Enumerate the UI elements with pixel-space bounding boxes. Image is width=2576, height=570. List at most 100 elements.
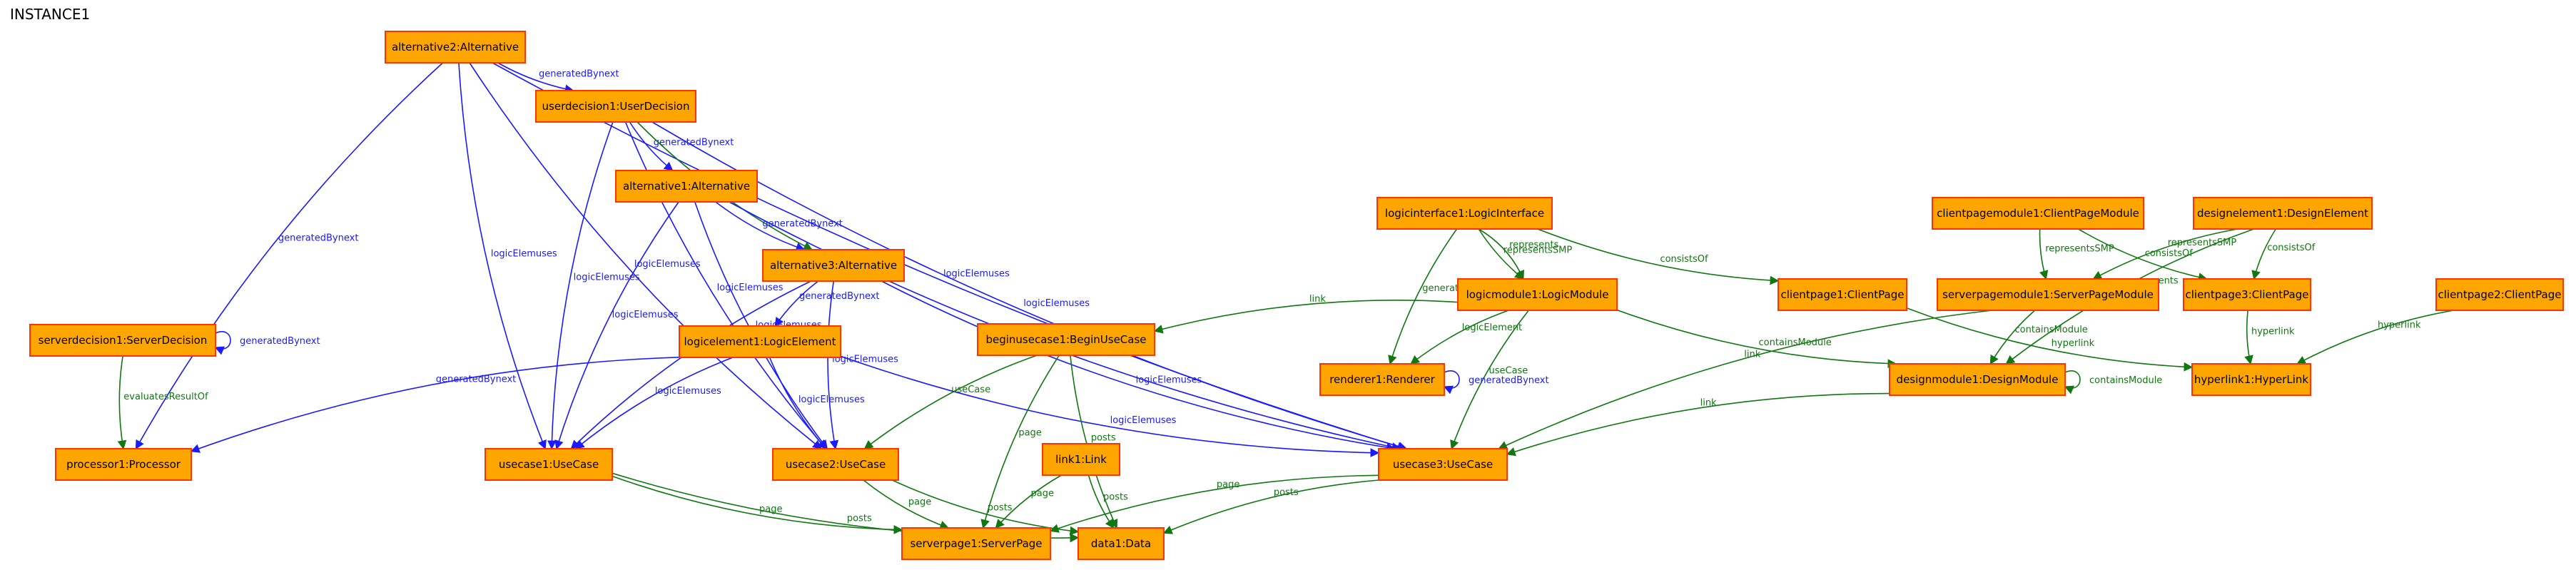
- edge-label: logicElemuses: [717, 283, 784, 293]
- edge-line: [1410, 310, 1509, 365]
- node-usecase1[interactable]: usecase1:UseCase: [485, 448, 613, 481]
- edge-line: [651, 121, 1408, 451]
- edge-line: [1162, 479, 1379, 534]
- edge-label: representsSMP: [2045, 243, 2114, 254]
- edge-label: logicElemuses: [798, 395, 865, 405]
- edge-label: hyperlink: [2052, 338, 2095, 349]
- edge-label: generatedBynext: [654, 137, 734, 148]
- edge-line: [570, 280, 811, 449]
- edge-line: [827, 280, 839, 450]
- edge-logicelement1-to-usecase1: logicElemuses: [574, 357, 734, 449]
- edge-line: [769, 357, 827, 449]
- edge-label: generatedBynext: [762, 218, 843, 229]
- edge-line: [547, 121, 614, 450]
- node-usecase3[interactable]: usecase3:UseCase: [1378, 448, 1508, 481]
- edge-label: consistsOf: [2267, 243, 2316, 253]
- node-label: designmodule1:DesignModule: [1897, 373, 2059, 386]
- edge-designelement1-to-serverpagemodule1: representsSMP: [2092, 228, 2238, 280]
- edge-label: evaluatesResultOf: [123, 392, 208, 402]
- edge-alternative3-to-usecase1: logicElemuses: [570, 280, 811, 449]
- edge-line: [1498, 310, 1992, 449]
- edge-line: [774, 280, 819, 327]
- edge-beginusecase1-to-serverpage1: page: [980, 355, 1060, 529]
- edge-logicmodule1-to-usecase3: useCase: [1450, 310, 1529, 450]
- node-logicinterface1[interactable]: logicinterface1:LogicInterface: [1376, 197, 1553, 230]
- node-clientpage2[interactable]: clientpage2:ClientPage: [2435, 278, 2564, 311]
- edge-logicelement1-to-usecase3: logicElemuses: [840, 355, 1380, 458]
- edge-designelement1-to-clientpage3: consistsOf: [2251, 228, 2316, 280]
- node-serverpage1[interactable]: serverpage1:ServerPage: [901, 527, 1051, 560]
- edge-label: posts: [1091, 433, 1116, 444]
- node-hyperlink1[interactable]: hyperlink1:HyperLink: [2191, 363, 2311, 396]
- edge-logicmodule1-to-renderer1: logicElement: [1410, 310, 1522, 365]
- node-beginusecase1[interactable]: beginusecase1:BeginUseCase: [977, 323, 1155, 356]
- node-alternative1[interactable]: alternative1:Alternative: [615, 170, 758, 203]
- edge-line: [612, 475, 903, 534]
- node-box: [1319, 363, 1445, 396]
- node-clientpage3[interactable]: clientpage3:ClientPage: [2183, 278, 2311, 311]
- node-userdecision1[interactable]: userdecision1:UserDecision: [535, 90, 696, 123]
- node-logicelement1[interactable]: logicelement1:LogicElement: [679, 325, 841, 358]
- node-label: serverpagemodule1:ServerPageModule: [1942, 288, 2154, 301]
- node-link1[interactable]: link1:Link: [1042, 443, 1120, 476]
- node-label: clientpage1:ClientPage: [1781, 288, 1905, 301]
- edge-clientpage2-to-hyperlink1: hyperlink: [2296, 310, 2454, 365]
- edge-line: [1443, 370, 1460, 395]
- edge-line: [458, 62, 547, 450]
- node-renderer1[interactable]: renderer1:Renderer: [1319, 363, 1445, 396]
- node-clientpagemodule1[interactable]: clientpagemodule1:ClientPageModule: [1932, 197, 2144, 230]
- node-box: [385, 31, 526, 63]
- edge-userdecision1-to-alternative1: generatedBynext: [629, 121, 734, 171]
- edge-serverdecision1-to-processor1: evaluatesResultOf: [117, 355, 208, 450]
- node-box: [977, 323, 1155, 356]
- edge-label: useCase: [951, 385, 990, 395]
- edge-renderer1-to-renderer1: generatedBynext: [1443, 370, 1549, 395]
- edge-logicelement1-to-processor1: generatedBynext: [190, 356, 680, 453]
- edge-clientpage3-to-hyperlink1: hyperlink: [2244, 310, 2295, 365]
- node-box: [2193, 197, 2373, 230]
- node-alternative3[interactable]: alternative3:Alternative: [762, 249, 905, 282]
- edge-label: logicElement: [1462, 322, 1522, 333]
- edge-line: [863, 355, 1038, 449]
- edge-line: [1388, 228, 1458, 365]
- edge-label: logicElemuses: [491, 248, 557, 259]
- node-designelement1[interactable]: designelement1:DesignElement: [2193, 197, 2373, 230]
- node-label: beginusecase1:BeginUseCase: [985, 333, 1146, 346]
- node-alternative2[interactable]: alternative2:Alternative: [385, 31, 526, 63]
- edge-label: logicElemuses: [574, 273, 640, 283]
- edge-line: [995, 474, 1062, 529]
- node-processor1[interactable]: processor1:Processor: [55, 448, 192, 481]
- node-serverpagemodule1[interactable]: serverpagemodule1:ServerPageModule: [1937, 278, 2159, 311]
- node-box: [679, 325, 841, 358]
- edge-line: [2251, 228, 2277, 280]
- edge-line: [1450, 310, 1529, 450]
- node-label: serverdecision1:ServerDecision: [39, 334, 208, 347]
- edge-logicmodule1-to-beginusecase1: link: [1153, 294, 1459, 334]
- node-logicmodule1[interactable]: logicmodule1:LogicModule: [1457, 278, 1618, 311]
- edge-label: posts: [1103, 492, 1128, 502]
- edge-logicmodule1-to-designmodule1: containsModule: [1616, 309, 1897, 369]
- node-box: [615, 170, 758, 203]
- node-label: clientpagemodule1:ClientPageModule: [1937, 207, 2139, 220]
- node-box: [2191, 363, 2311, 396]
- node-designmodule1[interactable]: designmodule1:DesignModule: [1889, 363, 2066, 396]
- edge-label: posts: [988, 503, 1013, 514]
- edge-line: [214, 331, 231, 355]
- node-box: [1932, 197, 2144, 230]
- edge-line: [1537, 228, 1780, 285]
- edge-label: page: [759, 504, 782, 514]
- edge-line: [1049, 474, 1379, 533]
- edge-line: [1616, 309, 1897, 369]
- node-clientpage1[interactable]: clientpage1:ClientPage: [1778, 278, 1907, 311]
- edge-serverpagemodule1-to-designmodule1: containsModule: [1989, 310, 2088, 365]
- edge-designmodule1-to-usecase3: link: [1506, 392, 1890, 457]
- edge-label: page: [1031, 488, 1054, 499]
- node-label: clientpage3:ClientPage: [2186, 288, 2309, 301]
- edge-line: [2078, 228, 2208, 282]
- node-usecase2[interactable]: usecase2:UseCase: [772, 448, 899, 481]
- node-serverdecision1[interactable]: serverdecision1:ServerDecision: [29, 324, 216, 357]
- node-label: usecase1:UseCase: [499, 458, 599, 471]
- edge-line: [574, 357, 734, 449]
- node-data1[interactable]: data1:Data: [1077, 527, 1165, 560]
- edge-label: hyperlink: [2378, 320, 2421, 331]
